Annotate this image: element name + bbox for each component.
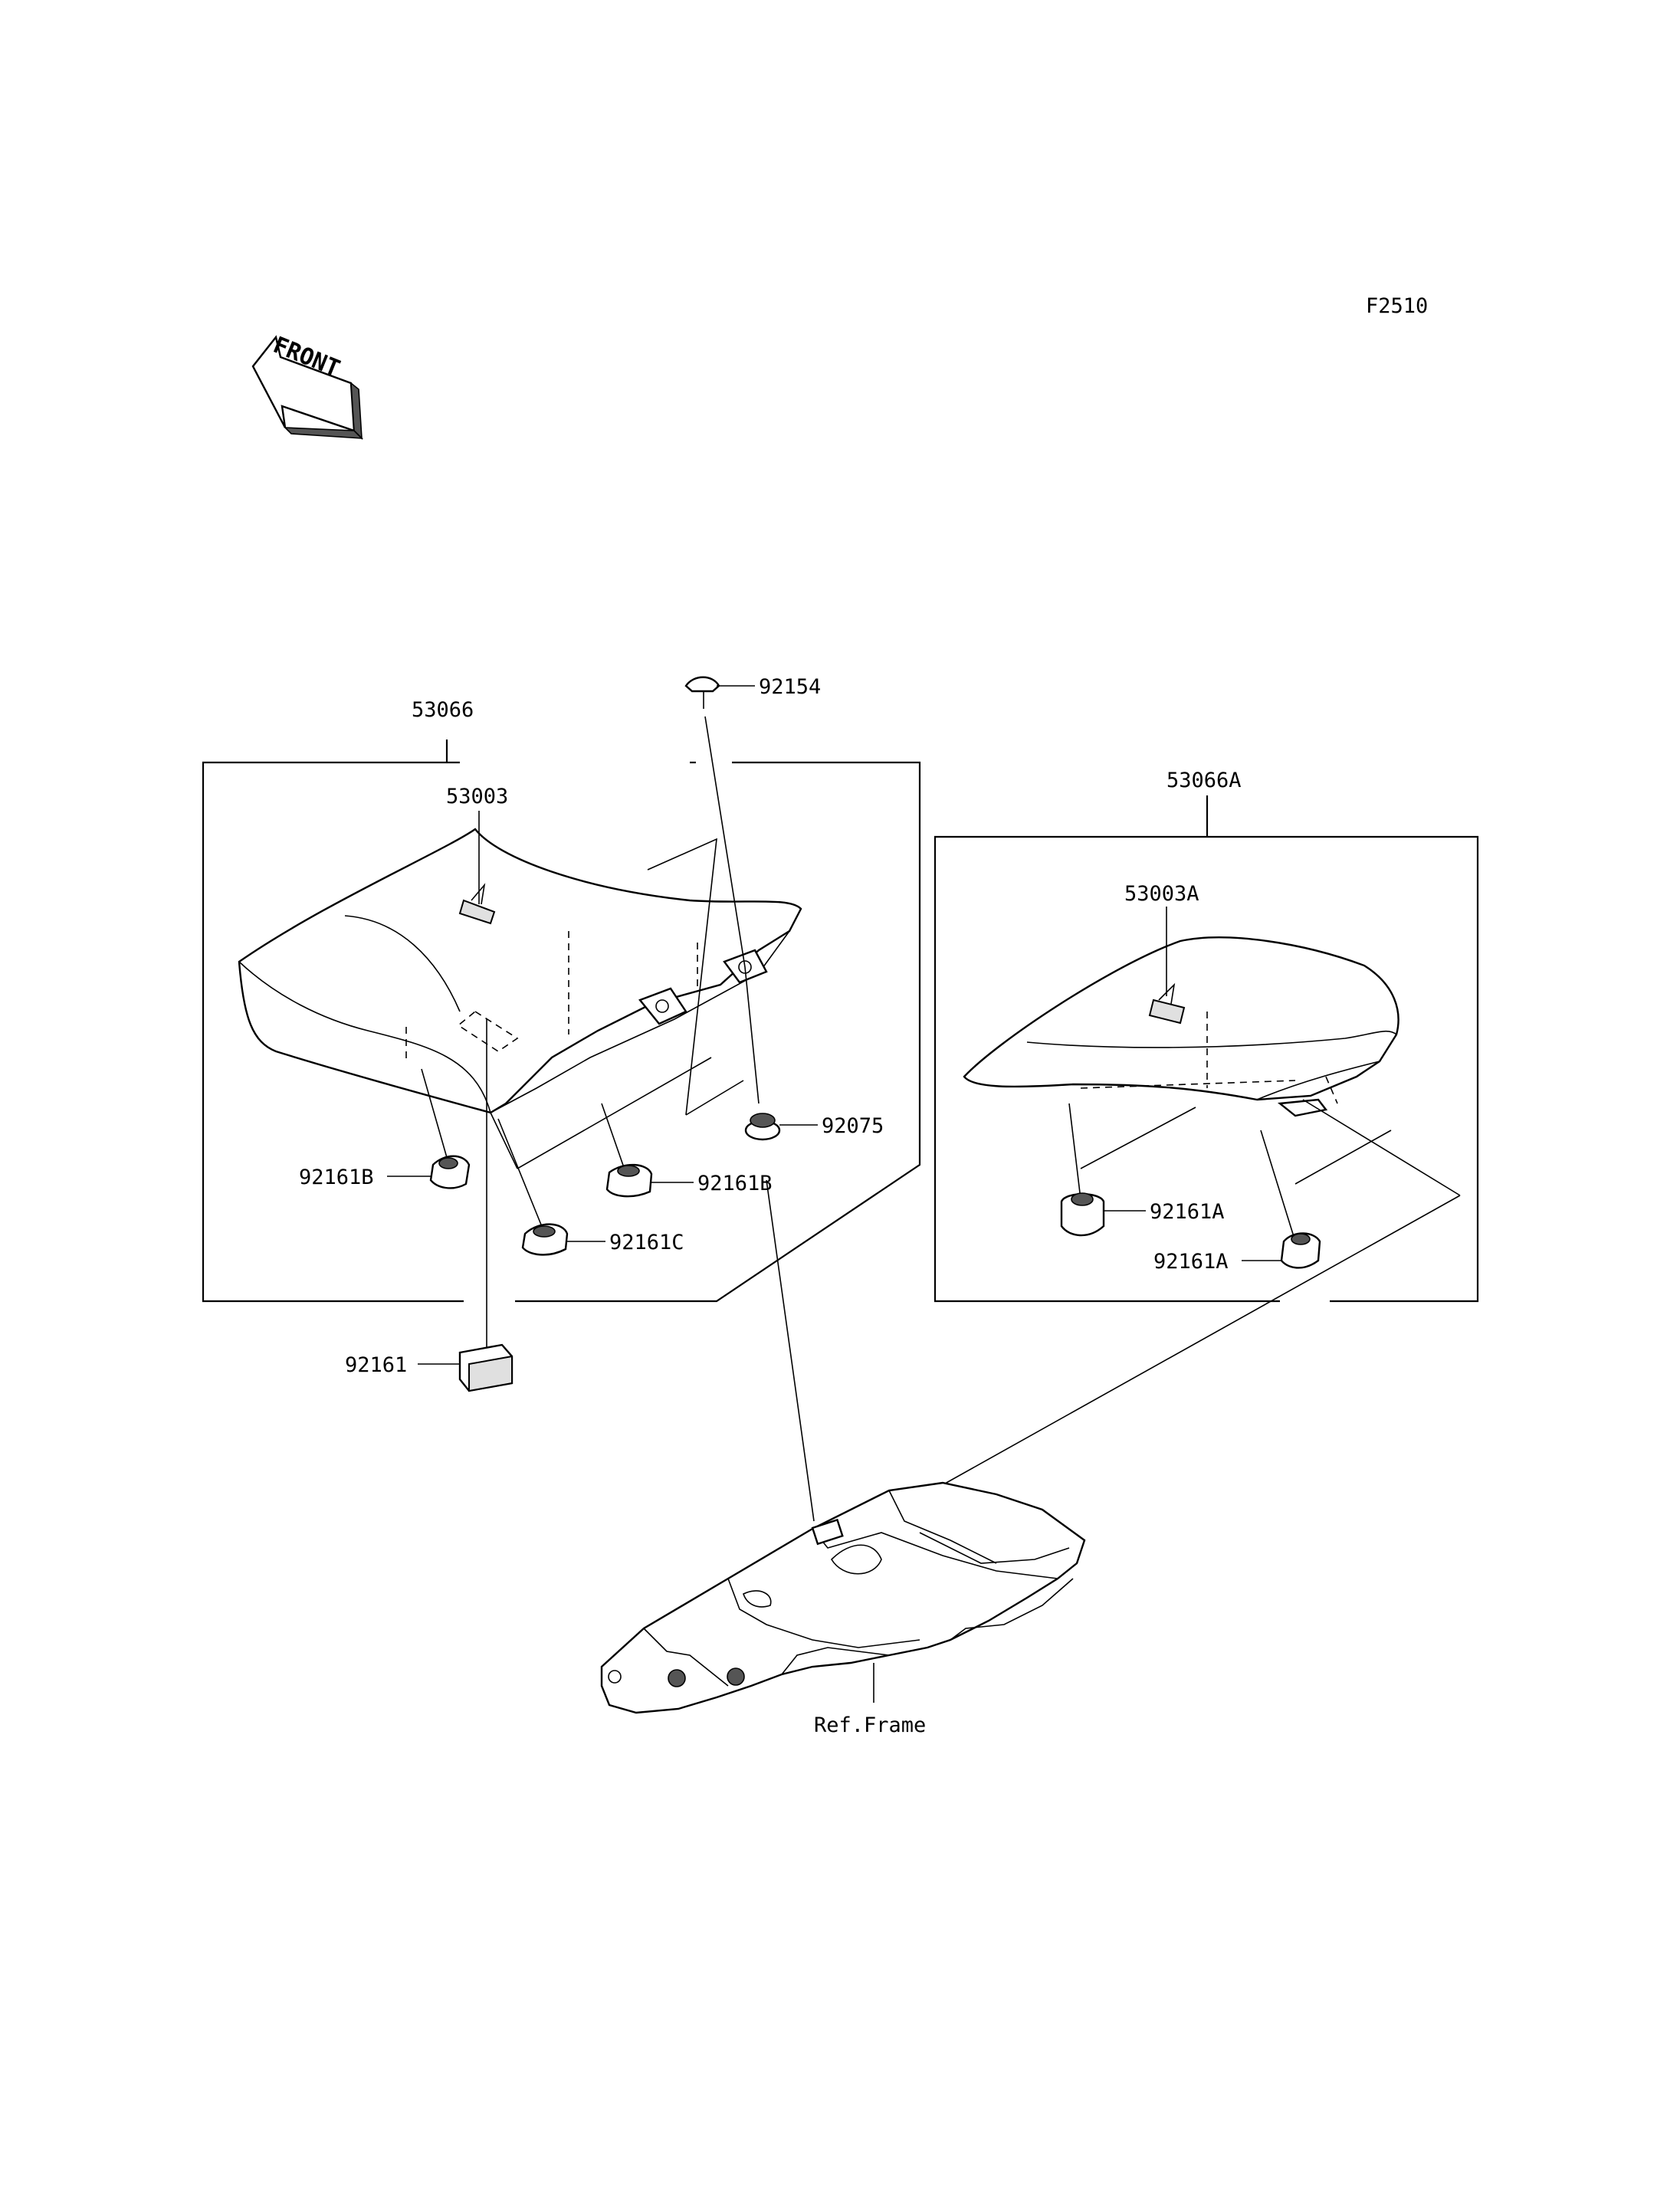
front-arrow-icon: FRONT xyxy=(251,332,364,441)
bumper-92161B-right-icon xyxy=(605,1163,653,1198)
label-92075: 92075 xyxy=(822,1114,884,1138)
label-92161B-left: 92161B xyxy=(299,1166,374,1189)
label-92161B-right: 92161B xyxy=(697,1172,773,1195)
label-ref-frame: Ref.Frame xyxy=(814,1713,926,1737)
label-92161C: 92161C xyxy=(609,1231,684,1254)
pillion-box-gap xyxy=(1280,1295,1330,1306)
figure-code: F2510 xyxy=(1366,294,1428,318)
label-92154: 92154 xyxy=(759,675,821,699)
pillion-seat xyxy=(963,936,1399,1117)
bumper-92161A-bottom-icon xyxy=(1280,1232,1321,1269)
label-53066: 53066 xyxy=(412,698,474,722)
rear-frame xyxy=(600,1481,1086,1714)
label-92161: 92161 xyxy=(345,1353,407,1377)
label-53003A: 53003A xyxy=(1124,882,1199,906)
pillion-seat-leaders xyxy=(911,1099,1461,1503)
label-92161A-bottom: 92161A xyxy=(1153,1250,1229,1274)
bumper-92161C-icon xyxy=(521,1223,569,1256)
bumper-92161B-left-icon xyxy=(429,1155,471,1189)
label-53066A: 53066A xyxy=(1166,769,1242,792)
bumper-92161A-top-icon xyxy=(1060,1192,1105,1237)
rider-seat-box xyxy=(202,739,921,1303)
block-92161-icon xyxy=(458,1343,514,1392)
grommet-92075-icon xyxy=(744,1113,781,1141)
rider-seat xyxy=(238,828,802,1114)
bolt-92154-icon xyxy=(684,676,720,709)
label-53003: 53003 xyxy=(446,785,508,808)
label-92161A-top: 92161A xyxy=(1150,1200,1225,1224)
